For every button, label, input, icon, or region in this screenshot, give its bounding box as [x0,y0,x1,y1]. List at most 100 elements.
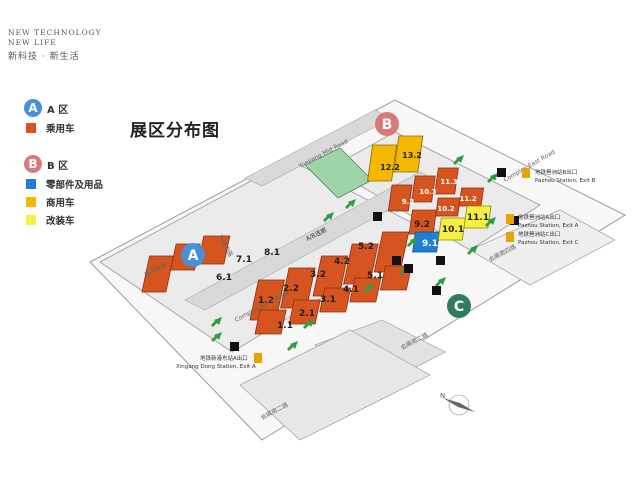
hall-1-1[interactable] [254,309,287,335]
south-block [239,329,431,441]
station-xingang-en: Xingang Dong Station, Exit A [176,364,256,370]
map-title: 展区分布图 [130,121,220,141]
commercial-label: 商用车 [46,198,75,209]
brand-line-1: NEW TECHNOLOGY [8,28,102,37]
hall-label-2-2: 2.2 [283,284,299,294]
hall-12-2[interactable] [367,144,398,182]
zone-a-label: A 区 [47,104,69,116]
brand-block: NEW TECHNOLOGY NEW LIFE 新科技 · 新生活 [8,28,102,62]
parts-label: 零部件及用品 [46,180,104,191]
hall-2-1[interactable] [288,299,321,325]
hall-label-10-1: 10.1 [442,225,464,235]
station-xingang[interactable]: 地铁新港东站A出口 Xingang Dong Station, Exit A [176,353,262,370]
hall-label-4-1: 4.1 [343,285,359,295]
hall-3-1[interactable] [319,287,352,313]
hall-label-9-1: 9.1 [422,239,438,249]
escalator-icon [432,286,441,295]
hall-6-1[interactable] [141,255,175,293]
hall-label-9-2: 9.2 [414,220,430,230]
station-pazhou-a-cn: 地铁琶洲站A出口 [518,213,560,221]
entry-arrow [435,277,446,287]
zone-marker-a-letter: A [188,248,199,264]
legend-item-passenger: 乘用车 [26,119,103,137]
metro-icon [506,214,514,224]
compass: N [440,392,475,416]
hall-label-2-1: 2.1 [299,309,315,319]
entry-arrows [211,155,498,351]
hall-10-3[interactable] [411,175,436,203]
passenger-label: 乘用车 [46,124,75,135]
hall-label-9-3: 9.3 [402,198,415,206]
modified-label: 改装车 [46,216,75,227]
hall-label-13-2: 13.2 [402,151,422,160]
hall-label-11-3: 11.3 [440,178,457,186]
brand-line-3: 新科技 · 新生活 [8,52,80,62]
hall-label-8-1: 8.1 [264,248,280,258]
hall-13-2[interactable] [393,135,424,173]
entry-arrow [345,199,356,209]
hall-label-5-1: 5.1 [367,271,383,281]
compass-label: N [440,392,445,400]
zone-marker-c[interactable]: C [447,294,471,318]
hall-9-3[interactable] [387,184,413,212]
escalator-icon [230,342,239,351]
entry-arrow [407,237,418,247]
zone-marker-a[interactable]: A [181,243,205,267]
entry-arrow [303,319,314,329]
station-pazhou-a[interactable]: 地铁琶洲站A出口 Pazhou Station, Exit A [506,213,579,229]
station-pazhou-c-cn: 地铁琶洲站C出口 [518,230,560,238]
hall-label-1-1: 1.1 [277,321,293,331]
brand-line-2: NEW LIFE [8,38,57,47]
hall-11-1[interactable] [463,205,492,229]
hall-label-4-2: 4.2 [334,257,350,267]
hall-10-2[interactable] [435,197,461,217]
hall-label-11-2: 11.2 [459,195,476,203]
escalator-icon [404,264,413,273]
east-block [469,209,616,286]
metro-icon [522,168,530,178]
metro-icon [254,353,262,363]
compass-needle-icon [443,398,475,412]
entry-arrow [363,283,374,293]
legend-item-modified: 改装车 [26,211,103,229]
hall-11-3[interactable] [434,167,459,195]
escalator-icon [436,256,445,265]
entry-arrow [487,173,498,183]
escalator-icon [392,256,401,265]
modified-swatch [26,215,36,225]
station-xingang-cn: 地铁新港东站A出口 [200,354,248,362]
station-pazhou-a-en: Pazhou Station, Exit A [518,223,579,229]
hall-label-6-1: 6.1 [216,273,232,283]
hall-label-10-2: 10.2 [437,205,454,213]
legend-item-parts: 零部件及用品 [26,175,103,193]
hall-label-1-2: 1.2 [258,296,274,306]
entry-arrow [211,317,222,327]
zone-marker-c-letter: C [454,299,464,315]
zone-b-badge: B [24,155,42,173]
commercial-swatch [26,197,36,207]
entry-arrow [323,212,334,222]
zone-b-halls [367,135,492,253]
entry-arrow [467,245,478,255]
escalator-icon [497,168,506,177]
station-pazhou-c[interactable]: 地铁琶洲站C出口 Pazhou Station, Exit C [506,230,579,246]
entry-arrow [287,341,298,351]
zone-marker-b[interactable]: B [375,112,399,136]
zone-marker-b-letter: B [382,117,393,133]
escalator-icon [510,216,519,225]
hall-label-12-2: 12.2 [380,163,400,172]
entry-arrow [485,217,496,227]
hall-label-11-1: 11.1 [467,213,489,223]
hall-10-1[interactable] [437,217,466,241]
station-pazhou-b-en: Pazhou Station, Exit B [535,178,596,184]
passenger-swatch [26,123,36,133]
station-pazhou-b-cn: 地铁琶洲站B出口 [535,168,577,176]
legend: A A 区 乘用车 B B 区 零部件及用品 商用车 改装车 [24,97,103,229]
hall-label-3-2: 3.2 [310,270,326,280]
station-pazhou-b[interactable]: 地铁琶洲站B出口 Pazhou Station, Exit B [522,168,596,184]
hall-label-3-1: 3.1 [320,295,336,305]
zone-a-badge: A [24,99,42,117]
metro-icon [506,232,514,242]
entry-arrow [453,155,464,165]
